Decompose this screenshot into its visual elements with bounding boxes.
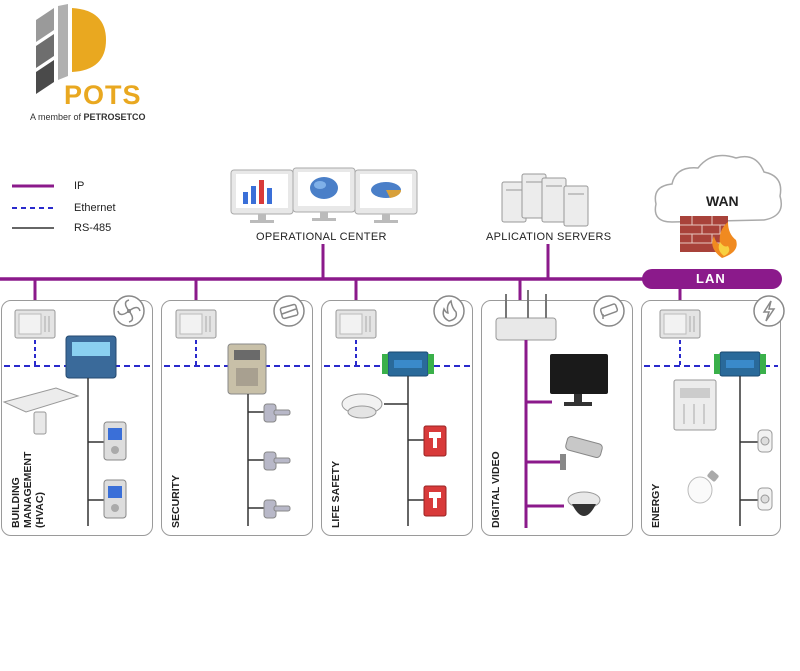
monitor-globe-icon xyxy=(292,167,356,221)
tagline-prefix: A member of xyxy=(30,112,84,122)
server-icon xyxy=(501,173,589,227)
keycard-icon xyxy=(272,294,306,328)
wan-label: WAN xyxy=(706,193,739,209)
flame-icon xyxy=(432,294,466,328)
panel-label-life-safety: LIFE SAFETY xyxy=(330,460,342,528)
display-monitor-icon xyxy=(550,354,608,406)
cloud-icon xyxy=(654,154,782,223)
air-conditioner-icon xyxy=(2,387,80,435)
lightning-icon xyxy=(752,294,786,328)
operational-center-label: OPERATIONAL CENTER xyxy=(256,231,387,243)
fan-icon xyxy=(112,294,146,328)
bullet-camera-icon xyxy=(560,435,603,470)
legend-ip-label: IP xyxy=(74,180,85,192)
legend-rs485-label: RS-485 xyxy=(74,222,112,234)
monitor-bar-chart-icon xyxy=(230,169,294,223)
tagline-org: PETROSETCO xyxy=(83,112,146,122)
lan-pill xyxy=(642,269,782,289)
legend-ethernet-label: Ethernet xyxy=(74,202,116,214)
router-icon xyxy=(495,290,557,341)
smoke-detector-icon xyxy=(341,393,383,419)
firewall-icon xyxy=(680,216,737,258)
dome-camera-icon xyxy=(567,491,601,516)
application-servers-label: APLICATION SERVERS xyxy=(486,231,612,243)
hvac-controller-icon xyxy=(65,335,117,379)
logo-brand: POTS xyxy=(64,80,142,110)
panel-label-building-management: BUILDING MANAGEMENT (HVAC) xyxy=(10,451,46,528)
panel-label-energy: ENERGY xyxy=(650,483,662,528)
energy-meter-icon xyxy=(673,379,717,431)
panel-label-security: SECURITY xyxy=(170,474,182,528)
monitor-pie-chart-icon xyxy=(354,169,418,223)
lan-label: LAN xyxy=(696,271,726,286)
panel-security xyxy=(161,300,313,536)
company-logo xyxy=(28,4,148,124)
panel-label-digital-video: DIGITAL VIDEO xyxy=(490,451,502,528)
logo-mark-icon xyxy=(36,4,106,94)
cctv-camera-icon xyxy=(592,294,626,328)
panel-life-safety xyxy=(321,300,473,536)
access-reader-icon xyxy=(227,343,267,395)
light-bulb-icon xyxy=(687,470,719,504)
logo-tagline: A member of PETROSETCO xyxy=(30,112,146,122)
